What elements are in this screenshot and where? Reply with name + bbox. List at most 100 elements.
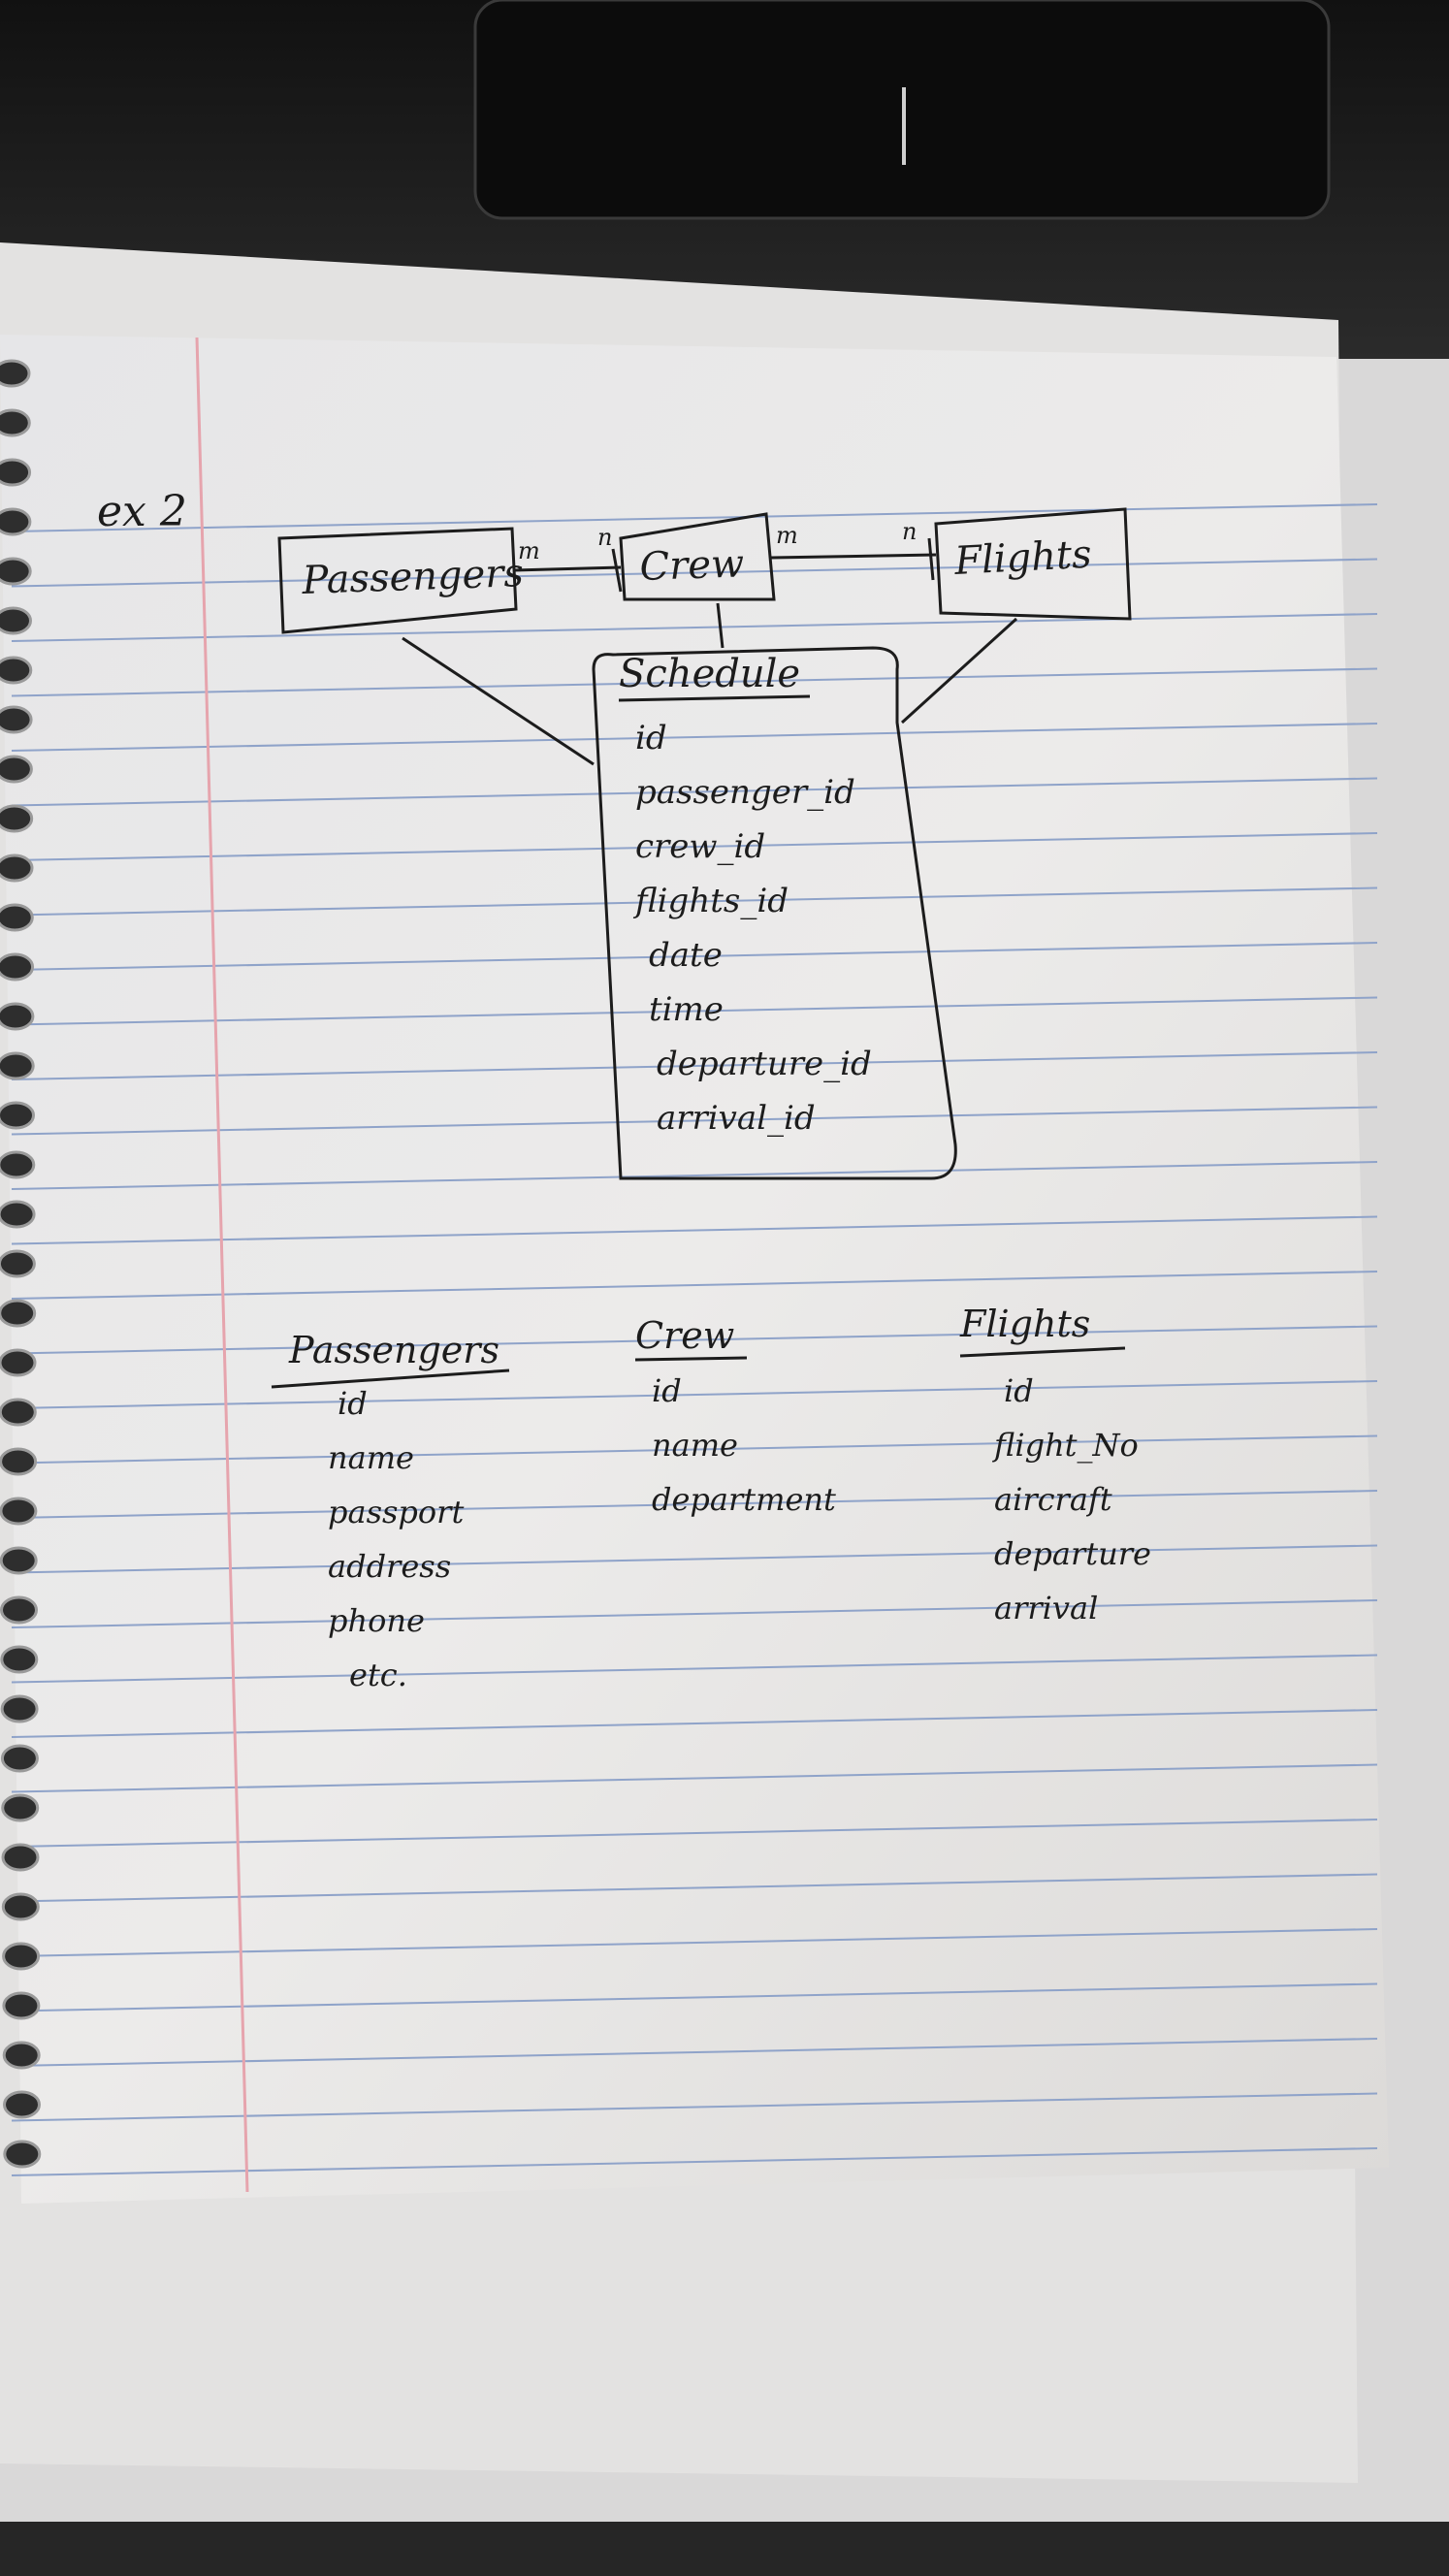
bottom-strip <box>0 2522 1449 2576</box>
rule-line <box>11 1982 1378 2012</box>
field-label: flights_id <box>632 882 789 920</box>
spiral-ring <box>0 1546 38 1575</box>
spiral-ring <box>1 1843 40 1872</box>
spiral-ring <box>0 1299 37 1328</box>
entity-crew-label: Crew <box>639 541 745 590</box>
schedule-title: Schedule <box>619 652 800 696</box>
rule-line <box>11 832 1378 861</box>
table-crew-underline <box>634 1356 748 1362</box>
rule-line <box>11 777 1378 807</box>
spiral-ring <box>3 2090 41 2119</box>
ruled-lines <box>11 503 1378 2176</box>
field-label: time <box>649 990 724 1029</box>
spiral-ring <box>0 755 33 784</box>
spiral-ring <box>1 1793 40 1822</box>
join-table-schedule: Schedule idpassenger_idcrew_idflights_id… <box>592 646 957 1180</box>
spiral-ring <box>0 1447 38 1476</box>
cardinality-n-2: n <box>902 518 917 545</box>
table-flights: Flights idflight_Noaircraftdeparturearri… <box>959 1303 1151 1626</box>
rule-line <box>11 1709 1378 1738</box>
connector-crew-schedule <box>716 602 724 649</box>
spiral-ring <box>0 557 32 586</box>
field-label: crew_id <box>635 827 765 866</box>
spiral-ring <box>0 952 35 982</box>
entity-passengers-label: Passengers <box>301 551 525 603</box>
table-passengers-title: Passengers <box>288 1329 499 1371</box>
field-label: passport <box>328 1494 464 1530</box>
rule-line <box>11 1161 1378 1190</box>
table-flights-title: Flights <box>959 1303 1090 1345</box>
spiral-ring <box>0 1101 35 1130</box>
field-label: aircraft <box>994 1481 1112 1518</box>
field-label: arrival_id <box>657 1099 816 1138</box>
field-label: date <box>649 936 723 975</box>
cardinality-n-1: n <box>597 524 612 551</box>
entity-passengers: Passengers <box>277 527 525 634</box>
table-crew-title: Crew <box>635 1314 734 1357</box>
rule-line <box>11 1325 1378 1355</box>
rule-line <box>11 2147 1378 2176</box>
spiral-ring <box>0 1595 38 1625</box>
spiral-ring <box>0 853 34 883</box>
relation-crew-flights: m n <box>770 518 937 581</box>
rule-line <box>11 1490 1378 1519</box>
connector-passengers-schedule <box>402 636 595 766</box>
spiral-ring <box>0 656 33 685</box>
spiral-ring <box>0 1645 39 1674</box>
spiral-binding <box>0 359 42 2169</box>
rule-line <box>11 723 1378 752</box>
field-label: department <box>652 1481 836 1518</box>
rule-line <box>11 1434 1378 1465</box>
spiral-ring <box>2 1942 41 1971</box>
rule-line <box>11 613 1378 642</box>
cardinality-m-2: m <box>776 522 798 549</box>
schedule-title-underline <box>618 694 811 702</box>
rule-line <box>11 1599 1378 1628</box>
rule-line <box>11 996 1378 1026</box>
field-label: departure <box>994 1535 1151 1572</box>
table-passengers-underline <box>271 1368 510 1389</box>
field-label: flight_No <box>992 1427 1139 1464</box>
rule-line <box>11 942 1378 971</box>
rule-line <box>11 1654 1378 1684</box>
spiral-ring <box>0 458 32 487</box>
spiral-ring <box>2 2041 41 2070</box>
rule-line <box>11 667 1378 697</box>
spiral-ring <box>0 705 33 734</box>
field-label: name <box>328 1439 414 1476</box>
rule-line <box>11 1215 1378 1245</box>
rule-line <box>11 558 1378 588</box>
spiral-ring <box>0 408 31 437</box>
field-label: phone <box>328 1602 425 1639</box>
exercise-label: ex 2 <box>97 487 187 536</box>
field-label: id <box>338 1385 368 1422</box>
spiral-ring <box>0 1744 39 1773</box>
spiral-ring <box>0 1694 39 1723</box>
rule-line <box>11 1928 1378 1957</box>
spiral-ring <box>0 507 32 536</box>
rule-line <box>11 886 1378 917</box>
rule-line <box>11 1106 1378 1136</box>
field-label: name <box>652 1427 738 1464</box>
spiral-ring <box>2 1991 41 2020</box>
rule-line <box>11 1051 1378 1080</box>
cardinality-m-1: m <box>518 537 540 564</box>
spiral-ring <box>0 1051 35 1080</box>
field-label: address <box>328 1548 451 1585</box>
entity-crew: Crew <box>619 512 776 601</box>
field-label: departure_id <box>657 1045 872 1083</box>
rule-line <box>11 1380 1378 1409</box>
spiral-ring <box>0 804 34 833</box>
spiral-ring <box>0 1398 37 1427</box>
rule-line <box>11 2092 1378 2122</box>
spiral-ring <box>0 1497 38 1526</box>
connector-flights-schedule <box>900 617 1018 724</box>
entity-flights: Flights <box>934 507 1132 621</box>
spiral-ring <box>0 1348 37 1377</box>
table-passengers: Passengers idnamepassportaddressphoneetc… <box>271 1329 510 1693</box>
